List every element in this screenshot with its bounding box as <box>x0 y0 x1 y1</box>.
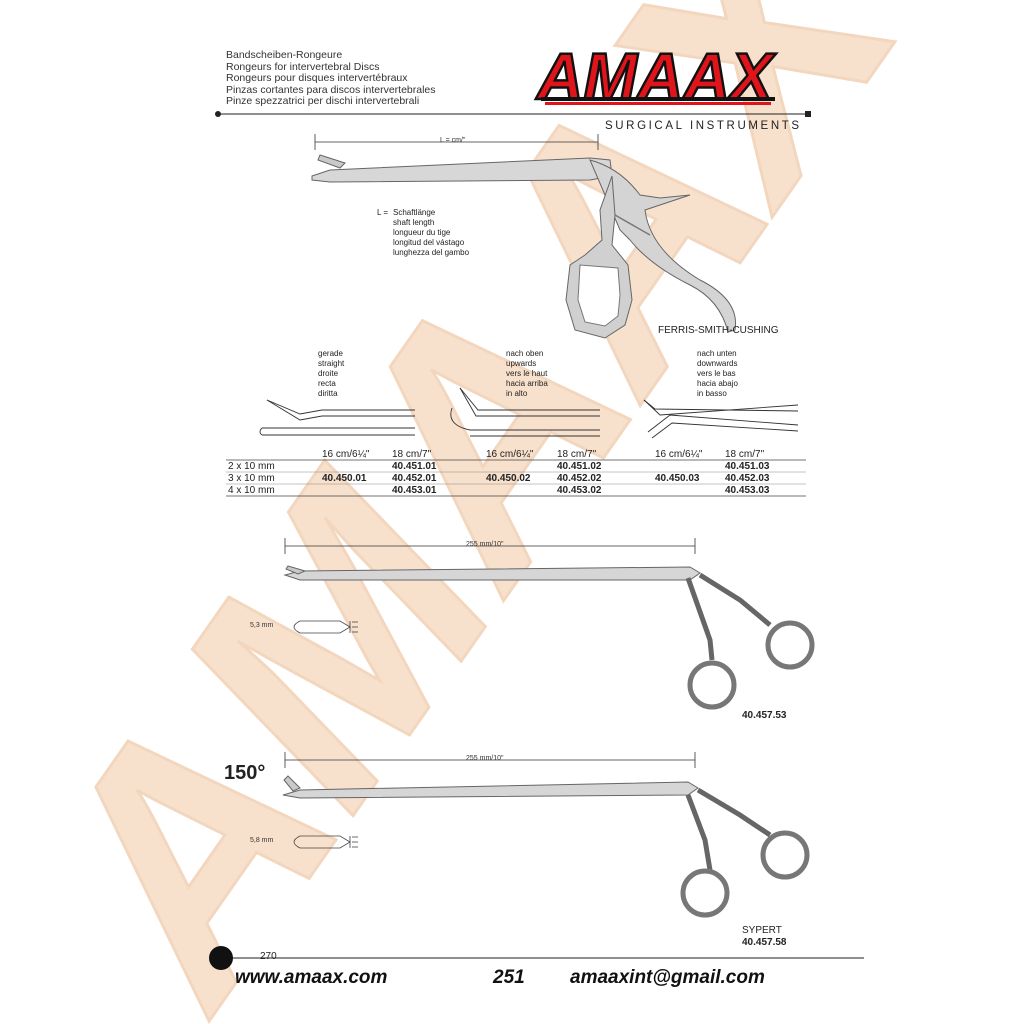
variant-line: droite <box>318 369 339 378</box>
tip-detail <box>293 835 358 849</box>
table-row: 2 x 10 mm <box>228 461 275 472</box>
col-header: 16 cm/6¼" <box>322 449 370 460</box>
variant-straight: gerade straight droite recta diritta <box>318 349 344 399</box>
header-line: Rongeurs for intervertebral Discs <box>226 60 380 73</box>
product-code: 40.451.03 <box>725 461 770 472</box>
tip-detail <box>293 620 358 634</box>
page-number: 270 <box>260 951 277 962</box>
shaft-length-legend: L = Schaftlänge shaft length longueur du… <box>377 208 470 258</box>
variant-downwards: nach unten downwards vers le bas hacia a… <box>697 349 738 399</box>
col-header: 18 cm/7" <box>392 449 432 460</box>
variant-line: vers le haut <box>506 369 548 378</box>
legend-line: shaft length <box>393 218 435 227</box>
variant-line: straight <box>318 359 345 368</box>
col-header: 16 cm/6¼" <box>655 449 703 460</box>
website-link[interactable]: www.amaax.com <box>235 967 388 988</box>
length-label: 255 mm/10" <box>466 755 504 762</box>
length-label: 255 mm/10" <box>466 541 504 548</box>
table-row: 3 x 10 mm <box>228 473 275 484</box>
header-line: Pinzas cortantes para discos interverteb… <box>226 83 436 96</box>
legend-key: L = <box>377 208 389 217</box>
catalog-number: 251 <box>493 967 525 988</box>
instrument-name: SYPERT <box>742 925 782 936</box>
row-size: 4 x 10 mm <box>228 485 275 496</box>
variant-line: recta <box>318 379 336 388</box>
variant-line: in basso <box>697 389 727 398</box>
variant-line: in alto <box>506 389 528 398</box>
length-label: L = cm/" <box>440 137 466 144</box>
variant-line: upwards <box>506 359 537 368</box>
tip-size: 5,8 mm <box>250 837 274 844</box>
angle-label: 150° <box>224 762 266 784</box>
tip-size: 5,3 mm <box>250 622 274 629</box>
col-header: 18 cm/7" <box>725 449 765 460</box>
variant-line: diritta <box>318 389 338 398</box>
variant-line: downwards <box>697 359 738 368</box>
product-code: 40.457.53 <box>742 710 787 721</box>
header-line: Bandscheiben-Rongeure <box>226 49 343 61</box>
page-dot <box>209 946 233 970</box>
tip-downwards <box>643 399 799 439</box>
header-line: Rongeurs pour disques intervertébraux <box>226 72 408 84</box>
header-line: Pinze spezzatrici per dischi interverteb… <box>226 95 420 107</box>
variant-line: gerade <box>318 349 343 358</box>
legend-line: longitud del vástago <box>393 238 465 247</box>
variant-line: vers le bas <box>697 369 736 378</box>
product-code: 40.453.02 <box>557 485 602 496</box>
product-code: 40.452.02 <box>557 473 602 484</box>
legend-line: lunghezza del gambo <box>393 248 470 257</box>
product-code: 40.451.01 <box>392 461 437 472</box>
variant-line: hacia arriba <box>506 379 548 388</box>
product-code: 40.452.01 <box>392 473 437 484</box>
product-code: 40.451.02 <box>557 461 602 472</box>
header-titles: Bandscheiben-Rongeure Rongeurs for inter… <box>226 49 436 108</box>
product-code: 40.453.03 <box>725 485 770 496</box>
product-code: 40.457.58 <box>742 937 787 948</box>
tip-upwards <box>450 387 600 437</box>
tip-straight <box>259 399 415 436</box>
col-header: 18 cm/7" <box>557 449 597 460</box>
row-size: 2 x 10 mm <box>228 461 275 472</box>
variant-line: hacia abajo <box>697 379 738 388</box>
row-size: 3 x 10 mm <box>228 473 275 484</box>
product-code: 40.450.03 <box>655 473 700 484</box>
variant-upwards: nach oben upwards vers le haut hacia arr… <box>506 349 548 399</box>
variant-line: nach unten <box>697 349 737 358</box>
table-row: 4 x 10 mm <box>228 485 275 496</box>
product-code: 40.450.01 <box>322 473 367 484</box>
email-link[interactable]: amaaxint@gmail.com <box>570 967 765 988</box>
legend-line: longueur du tige <box>393 228 451 237</box>
logo-subtitle: SURGICAL INSTRUMENTS <box>605 120 802 132</box>
col-header: 16 cm/6¼" <box>486 449 534 460</box>
product-code: 40.453.01 <box>392 485 437 496</box>
product-code: 40.452.03 <box>725 473 770 484</box>
legend-line: Schaftlänge <box>393 208 436 217</box>
variant-line: nach oben <box>506 349 544 358</box>
instrument-name: FERRIS-SMITH-CUSHING <box>658 325 779 336</box>
product-code: 40.450.02 <box>486 473 531 484</box>
logo-mark: AMAAX <box>534 38 778 115</box>
